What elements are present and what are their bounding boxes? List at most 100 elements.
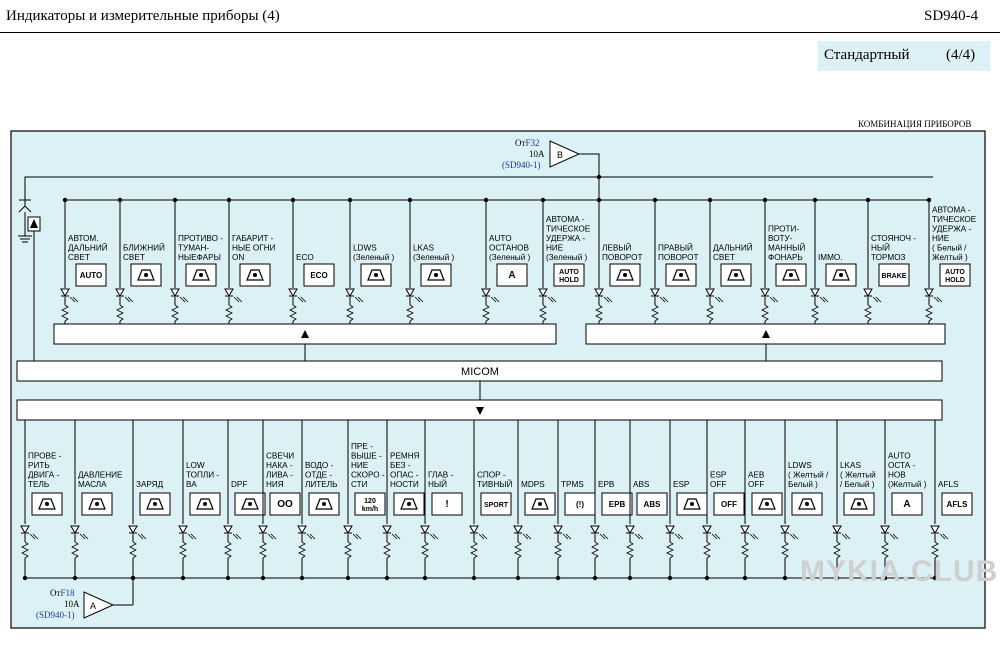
- svg-text:!: !: [445, 499, 448, 510]
- indicator-label: ПРОТИВО -ТУМАН-НЫЕФАРЫ: [178, 234, 223, 262]
- connector-a-label: A: [90, 601, 96, 611]
- lkas-icon: [420, 263, 452, 287]
- lkas-yellow-icon: [843, 492, 875, 516]
- aeb-off-icon: [751, 492, 783, 516]
- source-a-amps: 10A: [64, 599, 80, 609]
- auto-stop-icon: A: [496, 263, 528, 287]
- indicator-label: LDWS(Зеленый ): [353, 244, 395, 263]
- indicator-label: IMMO.: [818, 253, 843, 262]
- indicator-label: ЗАРЯД: [136, 480, 164, 489]
- indicator-label: ВОДО -ОТДЕ -ЛИТЕЛЬ: [305, 461, 337, 489]
- indicator-label: ABS: [633, 480, 650, 489]
- auto-high-beam-icon: AUTO: [75, 263, 107, 287]
- svg-text:OO: OO: [277, 499, 293, 510]
- indicator-label: ГЛАВ -НЫЙ: [428, 471, 454, 490]
- svg-text:AUTO: AUTO: [945, 269, 965, 276]
- svg-text:SPORT: SPORT: [484, 502, 509, 509]
- svg-text:A: A: [508, 270, 515, 281]
- page-code: SD940-4: [924, 8, 979, 24]
- svg-text:A: A: [903, 499, 910, 510]
- afls-icon: AFLS: [941, 492, 973, 516]
- indicator-label: LDWS( Желтый /Белый ): [788, 461, 829, 489]
- indicator-label: AFLS: [938, 480, 959, 489]
- svg-text:(!): (!): [576, 500, 584, 509]
- svg-text:AFLS: AFLS: [947, 500, 969, 509]
- ldws-channel: LDWS(Зеленый ): [345, 197, 395, 324]
- battery-charge-channel: ЗАРЯД: [128, 420, 171, 581]
- micom-label: MICOM: [461, 366, 499, 378]
- sport-mode-icon: SPORT: [480, 492, 512, 516]
- position-lamp-icon: [239, 263, 271, 287]
- indicator-label: MDPS: [521, 480, 545, 489]
- svg-text:HOLD: HOLD: [945, 277, 965, 284]
- svg-text:km/h: km/h: [362, 506, 378, 513]
- immobilizer-channel: IMMO.: [810, 197, 857, 324]
- check-engine-icon: [31, 492, 63, 516]
- eco-channel: ECO ECO: [288, 197, 335, 324]
- oil-pressure-icon: [81, 492, 113, 516]
- svg-text:OFF: OFF: [721, 500, 737, 509]
- indicator-label: TPMS: [561, 480, 584, 489]
- battery-charge-icon: [139, 492, 171, 516]
- mdps-icon: [524, 492, 556, 516]
- svg-text:AUTO: AUTO: [559, 269, 579, 276]
- source-b-amps: 10A: [529, 149, 545, 159]
- svg-text:BRAKE: BRAKE: [882, 273, 907, 280]
- indicator-label: EPB: [598, 480, 615, 489]
- variant-badge: Стандартный (4/4): [818, 41, 990, 71]
- indicator-label: LKAS( Желтый/ Белый ): [840, 461, 876, 489]
- connector-b-label: B: [557, 150, 563, 160]
- right-turn-icon: [665, 263, 697, 287]
- left-turn-icon: [609, 263, 641, 287]
- water-separator-icon: [308, 492, 340, 516]
- connector-b: [549, 140, 581, 168]
- auto-stop-yellow-icon: A: [891, 492, 923, 516]
- svg-text:AUTO: AUTO: [80, 271, 103, 280]
- source-a-ref: (SD940-1): [36, 610, 75, 620]
- box-title: КОМБИНАЦИЯ ПРИБОРОВ: [858, 119, 972, 129]
- afls-channel: AFLS AFLS: [930, 420, 973, 581]
- svg-text:ECO: ECO: [310, 271, 327, 280]
- variant-label: Стандартный: [824, 47, 910, 63]
- dpf-icon: [234, 492, 266, 516]
- abs-channel: ABS ABS: [625, 420, 668, 581]
- page-title: Индикаторы и измерительные приборы (4): [6, 8, 280, 24]
- esp-channel: ESP: [665, 420, 708, 581]
- indicator-label: ECO: [296, 253, 314, 262]
- abs-icon: ABS: [636, 492, 668, 516]
- eco-icon: ECO: [303, 263, 335, 287]
- source-b-ref: (SD940-1): [502, 160, 541, 170]
- master-warning-channel: ! ГЛАВ -НЫЙ: [420, 420, 463, 581]
- low-beam-icon: [130, 263, 162, 287]
- lkas-yellow-channel: LKAS( Желтый/ Белый ): [832, 420, 876, 581]
- ldws-icon: [360, 263, 392, 287]
